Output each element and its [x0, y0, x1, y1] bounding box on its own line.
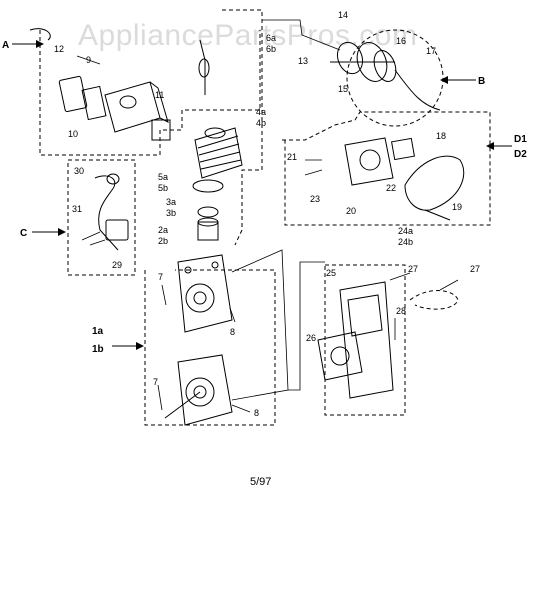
muffler-group	[29, 28, 261, 156]
crankcase-lower	[177, 354, 233, 426]
watermark: AppliancePartsPros.com	[78, 19, 417, 52]
group-label-1b: 1b	[92, 344, 104, 355]
crankshaft	[164, 391, 201, 419]
callout-16: 16	[396, 36, 406, 46]
callout-30: 30	[74, 166, 84, 176]
group-label-d1: D1	[514, 134, 527, 145]
callout-labels: 12 9 10 11 4a 4b 6a 6b 13 14 15 16 17 30…	[54, 10, 480, 418]
muffler-gasket	[151, 119, 171, 141]
callout-19: 19	[452, 202, 462, 212]
cylinder	[194, 127, 243, 179]
callout-3a: 3a	[166, 197, 176, 207]
group-label-a: A	[2, 40, 9, 51]
starter-circle	[346, 29, 444, 127]
callout-6a: 6a	[266, 33, 276, 43]
callout-3b: 3b	[166, 208, 176, 218]
callout-22: 22	[386, 183, 396, 193]
callout-28: 28	[396, 306, 406, 316]
crankcase-group	[144, 249, 289, 426]
callout-12: 12	[54, 44, 64, 54]
callout-6b: 6b	[266, 44, 276, 54]
callout-9-muffler: 9	[86, 55, 91, 65]
callout-5a: 5a	[158, 172, 168, 182]
callout-20: 20	[346, 206, 356, 216]
group-1-arrow: 1a 1b	[92, 326, 144, 355]
callout-25: 25	[326, 268, 336, 278]
callout-24b: 24b	[398, 237, 413, 247]
air-filter-base	[344, 137, 394, 186]
fuel-line	[199, 39, 206, 95]
callout-8-upper: 8	[230, 327, 235, 337]
muffler-plate	[58, 75, 88, 113]
group-label-d2: D2	[514, 149, 527, 160]
callout-18: 18	[436, 131, 446, 141]
callout-2b: 2b	[158, 236, 168, 246]
callout-7-lower: 7	[153, 377, 158, 387]
callout-17: 17	[426, 46, 436, 56]
group-label-1a: 1a	[92, 326, 104, 337]
piston	[197, 221, 219, 241]
engine-housing	[339, 281, 394, 399]
callout-10: 10	[68, 129, 78, 139]
spark-plug	[198, 58, 210, 78]
starter-group	[262, 19, 444, 127]
callout-27-right: 27	[470, 264, 480, 274]
piston-ring	[197, 206, 219, 218]
group-label-b: B	[478, 76, 485, 87]
callout-31: 31	[72, 204, 82, 214]
callout-14: 14	[338, 10, 348, 20]
cylinder-group	[192, 9, 263, 246]
base-gasket	[192, 179, 224, 193]
air-filter-group	[282, 111, 491, 226]
callout-13: 13	[298, 56, 308, 66]
callout-4b: 4b	[256, 118, 266, 128]
recoil-spring	[356, 42, 388, 82]
crankcase-upper	[177, 254, 233, 333]
callout-24a: 24a	[398, 226, 413, 236]
callout-7-upper: 7	[158, 272, 163, 282]
fuel-line-27	[409, 290, 459, 310]
group-label-c: C	[20, 228, 27, 239]
spark-plug-boot	[106, 173, 120, 185]
ignition-module	[105, 219, 129, 241]
group-a-arrow: A	[2, 40, 44, 51]
ignition-group	[67, 159, 136, 276]
callout-21: 21	[287, 152, 297, 162]
footer-date: 5/97	[250, 476, 271, 488]
callout-2a: 2a	[158, 225, 168, 235]
callout-27-left: 27	[408, 264, 418, 274]
callout-23: 23	[310, 194, 320, 204]
spark-arrestor-screen	[81, 85, 107, 121]
group-b-arrow: B	[440, 76, 485, 87]
group-c-arrow: C	[20, 228, 66, 239]
group-d-arrow: D1 D2	[486, 134, 527, 160]
air-filter-element	[391, 137, 415, 161]
callout-4a: 4a	[256, 107, 266, 117]
callout-29: 29	[112, 260, 122, 270]
callout-11: 11	[155, 90, 164, 100]
callout-8-lower: 8	[254, 408, 259, 418]
callout-26: 26	[306, 333, 316, 343]
callout-5b: 5b	[158, 183, 168, 193]
callout-15: 15	[338, 84, 348, 94]
cover-screw	[424, 209, 451, 221]
flywheel	[373, 50, 397, 82]
housing-gasket	[317, 331, 363, 381]
engine-housing-group	[288, 261, 459, 416]
air-filter-cover	[404, 155, 465, 211]
ignition-wire	[94, 175, 119, 251]
